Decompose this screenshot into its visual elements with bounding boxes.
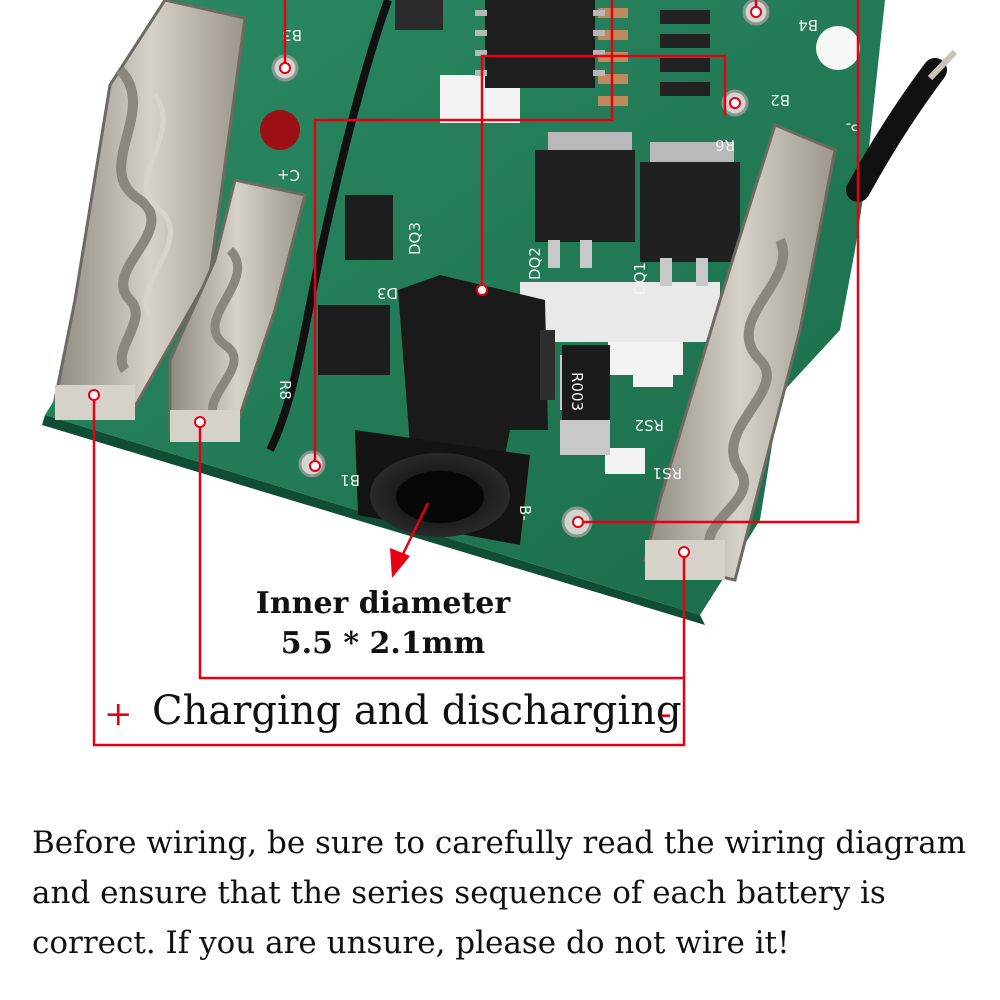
battery-terminal-left-1 bbox=[53, 0, 247, 420]
leader-plus bbox=[198, 422, 684, 680]
label-dq3: DQ3 bbox=[406, 222, 424, 255]
wire-end bbox=[927, 49, 958, 81]
black-wire bbox=[846, 58, 947, 202]
label-b3: B3 bbox=[282, 26, 302, 44]
red-led bbox=[260, 110, 300, 150]
leader-b1 bbox=[313, 0, 614, 466]
dc-barrel-jack bbox=[355, 275, 555, 545]
mount-hole bbox=[816, 26, 860, 70]
ic-chip bbox=[485, 0, 595, 88]
annotation-dots bbox=[88, 6, 762, 558]
arrow-head bbox=[390, 548, 410, 578]
pad bbox=[605, 448, 645, 474]
inner-diameter-label: Inner diameter bbox=[255, 586, 511, 621]
dot-b2 bbox=[729, 97, 741, 109]
inner-diameter-value: 5.5 * 2.1mm bbox=[280, 626, 486, 661]
plus-sign: + bbox=[104, 694, 133, 734]
shunt-marking: R003 bbox=[568, 372, 586, 411]
label-b2: B2 bbox=[770, 91, 790, 109]
label-dq1: DQ1 bbox=[631, 262, 649, 295]
dot-jack bbox=[476, 284, 488, 296]
mosfet-dq2 bbox=[535, 132, 635, 268]
label-rs1: RS1 bbox=[653, 464, 683, 482]
charge-discharge-label: Charging and discharging bbox=[152, 688, 682, 734]
leader-arrow-jack bbox=[398, 502, 430, 561]
label-d3: D3 bbox=[377, 284, 398, 302]
label-p-minus: P- bbox=[846, 116, 860, 134]
dot-b4 bbox=[750, 6, 762, 18]
mosfet-dq1 bbox=[640, 142, 740, 286]
wiring-warning-text: Before wiring, be sure to carefully read… bbox=[32, 825, 967, 961]
battery-terminal-right bbox=[643, 122, 837, 582]
label-r6: R6 bbox=[715, 136, 735, 154]
dot-b1 bbox=[309, 460, 321, 472]
dot-b3 bbox=[279, 62, 291, 74]
label-b4: B4 bbox=[798, 16, 818, 34]
label-dq2: DQ2 bbox=[526, 247, 544, 280]
pad bbox=[633, 365, 673, 387]
small-ic bbox=[318, 305, 390, 375]
leader-charge-bracket bbox=[92, 395, 686, 747]
label-b1: B1 bbox=[340, 471, 360, 489]
diode-d3 bbox=[345, 195, 393, 260]
label-c-plus: C+ bbox=[277, 166, 300, 184]
label-b-minus: B- bbox=[516, 505, 534, 521]
leader-b-minus bbox=[578, 0, 860, 524]
battery-terminal-left-2 bbox=[168, 178, 307, 442]
pcb-edge bbox=[42, 415, 705, 625]
dot-plus-terminal bbox=[88, 389, 100, 401]
leader-jack bbox=[480, 54, 727, 288]
dot-b-minus bbox=[572, 516, 584, 528]
label-rs2: RS2 bbox=[635, 416, 665, 434]
minus-sign: - bbox=[660, 694, 672, 734]
label-r8: R8 bbox=[276, 380, 294, 400]
shunt-resistor: R003 bbox=[560, 345, 610, 455]
dot-minus-terminal bbox=[678, 546, 690, 558]
dot-plus-inner bbox=[194, 416, 206, 428]
